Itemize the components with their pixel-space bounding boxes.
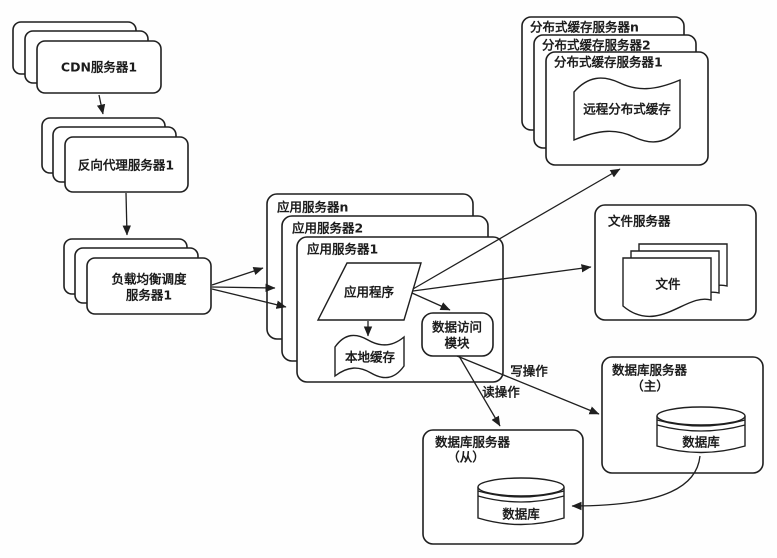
cdn-box-front (36, 40, 162, 94)
application-node: 应用程序 (316, 262, 422, 321)
cylinder-stripe-2 (656, 424, 746, 432)
data-access-module-label-line2: 模块 (444, 336, 470, 351)
cylinder-top (656, 406, 746, 426)
cylinder-stripe-1 (477, 490, 565, 498)
load-balancer-label-line2: 服务器1 (126, 288, 172, 303)
database-cylinder-master: 数据库 (656, 406, 746, 454)
edge-lb-to-app-back (211, 267, 264, 286)
db-slave-label-line1: 数据库服务器 (434, 435, 511, 450)
edge-db-master-to-db-slave-replication (571, 455, 701, 511)
remote-cache-label: 远程分布式缓存 (583, 102, 671, 117)
document-icon-front (622, 257, 712, 318)
cache-server-2-label: 分布式缓存服务器2 (542, 38, 651, 53)
edge-app-to-distributed-cache (412, 168, 621, 290)
reverse-proxy-label: 反向代理服务器1 (78, 158, 174, 173)
cache-server-1-label: 分布式缓存服务器1 (554, 55, 663, 70)
edge-lb-to-app-middle (211, 283, 276, 293)
cache-server-n-label: 分布式缓存服务器n (530, 20, 639, 35)
app-server-n-label: 应用服务器n (277, 200, 348, 215)
reverse-proxy-stack: 反向代理服务器1 (41, 117, 189, 193)
local-cache-wave-shape (334, 334, 405, 379)
edge-cdn-to-proxy (96, 94, 106, 115)
app-server-2-label: 应用服务器2 (292, 221, 363, 236)
lb-box-front (86, 257, 212, 315)
edges: 写操作 读操作 (96, 94, 701, 511)
app-server-1-label: 应用服务器1 (307, 242, 378, 257)
db-slave-cylinder-label: 数据库 (501, 507, 540, 522)
application-parallelogram (316, 262, 422, 321)
edge-app-to-data-access-module (411, 292, 451, 311)
application-label: 应用程序 (344, 285, 395, 300)
cylinder-stripe-1 (656, 419, 746, 427)
local-cache-node: 本地缓存 (334, 334, 405, 379)
db-master-server: 数据库服务器 （主） 数据库 (601, 356, 764, 474)
cylinder-body (477, 487, 565, 526)
db-master-label-line1: 数据库服务器 (611, 363, 688, 378)
proxy-box-front (64, 136, 189, 193)
load-balancer-label-line1: 负载均衡调度 (111, 272, 187, 287)
files-label: 文件 (655, 277, 681, 292)
edge-write-to-db-master (456, 355, 600, 415)
edge-read-to-db-slave (458, 355, 501, 427)
remote-cache-wave-shape (573, 77, 681, 143)
read-operation-label: 读操作 (482, 385, 520, 400)
edge-proxy-to-lb (122, 192, 131, 236)
cdn-server-stack: CDN服务器1 (12, 21, 162, 94)
database-cylinder-slave: 数据库 (477, 477, 565, 526)
data-access-module-node: 数据访问 模块 (421, 312, 494, 357)
db-master-label-line2: （主） (631, 379, 669, 394)
db-master-cylinder-label: 数据库 (681, 435, 720, 450)
db-slave-label-line2: （从） (447, 450, 485, 465)
file-server: 文件服务器 文件 (594, 204, 757, 321)
file-server-label: 文件服务器 (608, 214, 671, 229)
load-balancer-stack: 负载均衡调度 服务器1 (63, 238, 212, 315)
cdn-label: CDN服务器1 (61, 60, 137, 75)
db-slave-server: 数据库服务器 （从） 数据库 (422, 429, 584, 545)
write-operation-label: 写操作 (510, 364, 548, 379)
distributed-cache-stack: 分布式缓存服务器n 分布式缓存服务器2 分布式缓存服务器1 远程分布式缓存 (521, 16, 709, 166)
edge-lb-to-app-front (211, 288, 287, 309)
data-access-module-label-line1: 数据访问 (431, 320, 482, 335)
local-cache-label: 本地缓存 (345, 350, 396, 365)
cylinder-stripe-2 (477, 495, 565, 503)
cylinder-top (477, 477, 565, 497)
edge-app-to-file-server (412, 264, 592, 292)
